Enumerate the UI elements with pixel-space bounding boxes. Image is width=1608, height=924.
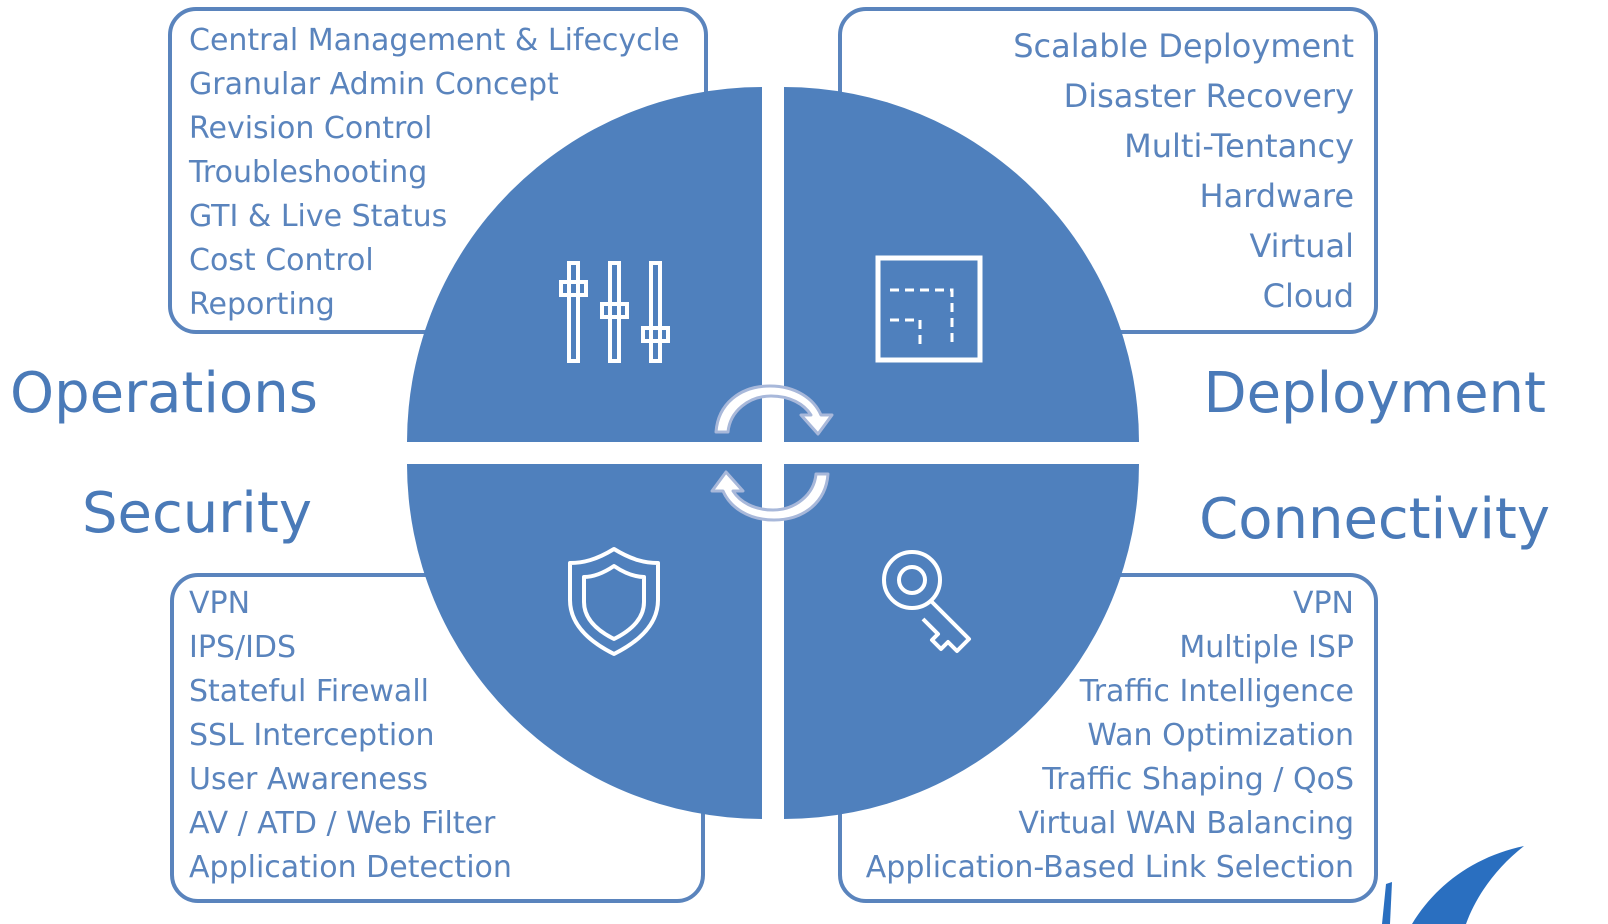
connectivity-item: Virtual WAN Balancing bbox=[1018, 806, 1354, 841]
connectivity-item: Traffic Shaping / QoS bbox=[1042, 762, 1354, 797]
deployment-item: Disaster Recovery bbox=[1063, 77, 1354, 115]
security-item: Stateful Firewall bbox=[189, 674, 429, 709]
operations-item: Central Management & Lifecycle bbox=[189, 23, 680, 58]
operations-item: Troubleshooting bbox=[189, 155, 428, 190]
key-icon bbox=[882, 550, 971, 653]
operations-item: Reporting bbox=[189, 287, 335, 322]
deployment-list: Scalable Deployment Disaster Recovery Mu… bbox=[1013, 21, 1354, 321]
connectivity-item: VPN bbox=[1292, 586, 1354, 621]
connectivity-item: Application-Based Link Selection bbox=[865, 850, 1354, 885]
connectivity-quadrant bbox=[784, 464, 1139, 819]
deployment-heading: Deployment bbox=[1203, 361, 1546, 426]
operations-item: GTI & Live Status bbox=[189, 199, 448, 234]
deployment-item: Virtual bbox=[1249, 227, 1354, 265]
deployment-item: Multi-Tentancy bbox=[1124, 127, 1354, 165]
operations-item: Granular Admin Concept bbox=[189, 67, 559, 102]
security-quadrant bbox=[407, 464, 762, 819]
deployment-item: Scalable Deployment bbox=[1013, 27, 1354, 65]
connectivity-item: Traffic Intelligence bbox=[1079, 674, 1354, 709]
security-item: AV / ATD / Web Filter bbox=[189, 806, 496, 841]
connectivity-heading: Connectivity bbox=[1199, 487, 1550, 552]
cycle-arrows-icon bbox=[710, 384, 834, 522]
security-item: SSL Interception bbox=[189, 718, 435, 753]
connectivity-list: VPN Multiple ISP Traffic Intelligence Wa… bbox=[866, 582, 1354, 890]
security-list: VPN IPS/IDS Stateful Firewall SSL Interc… bbox=[189, 582, 512, 890]
connectivity-item: Multiple ISP bbox=[1179, 630, 1354, 665]
security-item: VPN bbox=[189, 586, 251, 621]
shield-icon bbox=[568, 547, 660, 656]
deployment-item: Hardware bbox=[1199, 177, 1355, 215]
floor-plan-icon bbox=[875, 255, 983, 363]
security-item: Application Detection bbox=[189, 850, 512, 885]
operations-item: Revision Control bbox=[189, 111, 433, 146]
connectivity-item: Wan Optimization bbox=[1087, 718, 1354, 753]
security-heading: Security bbox=[82, 481, 312, 546]
security-item: IPS/IDS bbox=[189, 630, 297, 665]
deployment-item: Cloud bbox=[1262, 277, 1354, 315]
sliders-icon bbox=[559, 261, 670, 363]
operations-list: Central Management & Lifecycle Granular … bbox=[189, 19, 679, 327]
operations-heading: Operations bbox=[10, 361, 318, 426]
security-item: User Awareness bbox=[189, 762, 429, 797]
deployment-quadrant bbox=[784, 87, 1139, 442]
operations-item: Cost Control bbox=[189, 243, 374, 278]
logo-swoosh-icon bbox=[1382, 846, 1524, 924]
operations-quadrant bbox=[407, 87, 762, 442]
